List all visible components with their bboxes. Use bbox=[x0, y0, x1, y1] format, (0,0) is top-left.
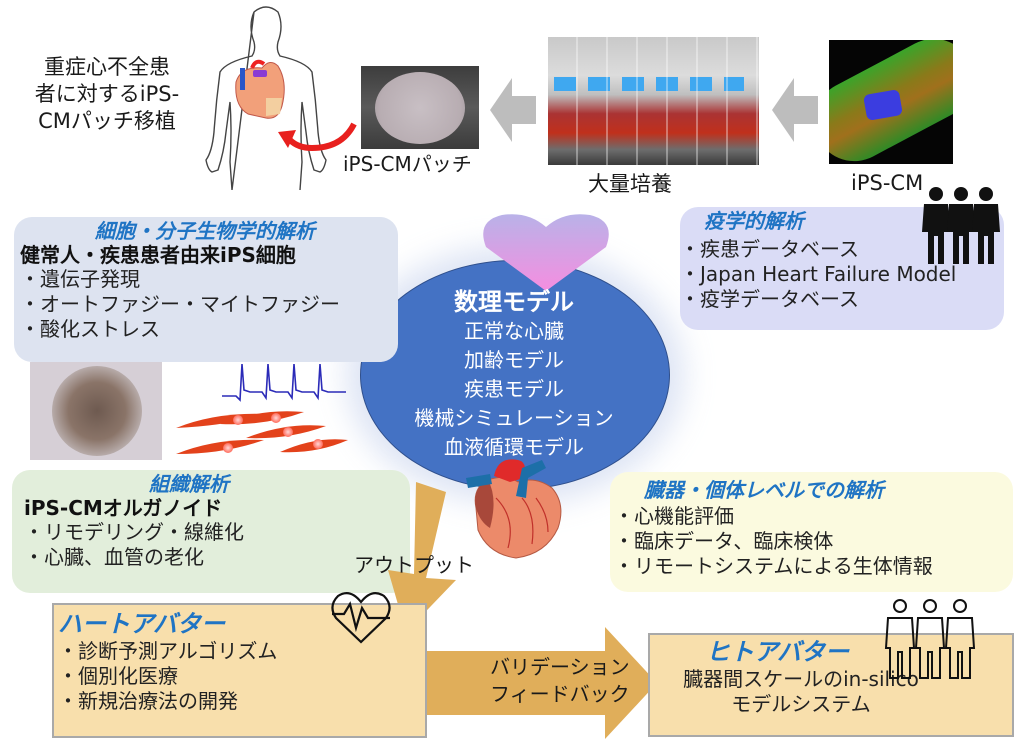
heart-avatar-item: 新規治療法の開発 bbox=[58, 689, 425, 714]
anatomical-heart-icon bbox=[466, 459, 562, 559]
mass-culture-label: 大量培養 bbox=[588, 172, 672, 196]
people-outline-icon bbox=[884, 599, 976, 679]
output-arrow-icon bbox=[388, 482, 456, 632]
tissue-analysis-title: 組織解析 bbox=[149, 472, 229, 496]
epidemiology-item: Japan Heart Failure Model bbox=[680, 262, 1004, 287]
organ-analysis-title: 臓器・個体レベルでの解析 bbox=[644, 478, 884, 502]
tissue-analysis-item: 心臓、血管の老化 bbox=[24, 545, 410, 570]
heart-icon bbox=[235, 59, 285, 119]
validation-arrow-icon bbox=[427, 627, 657, 739]
epidemiology-title: 疫学的解析 bbox=[704, 209, 804, 233]
cell-analysis-box: 細胞・分子生物学的解析 健常人・疾患患者由来iPS細胞 遺伝子発現 オートファジ… bbox=[14, 217, 398, 362]
mass-culture-photo bbox=[548, 37, 759, 165]
tissue-analysis-box: 組織解析 iPS-CMオルガノイド リモデリング・線維化 心臓、血管の老化 bbox=[12, 470, 410, 593]
transplant-caption: 重症心不全患 者に対するiPS- CMパッチ移植 bbox=[34, 55, 180, 133]
organ-analysis-item: リモートシステムによる生体情報 bbox=[614, 554, 1013, 579]
heart-avatar-title: ハートアバター bbox=[58, 610, 226, 638]
pink-heart-icon bbox=[483, 214, 609, 291]
population-icon bbox=[922, 187, 1000, 264]
math-model-title: 数理モデル bbox=[454, 288, 574, 316]
ecg-waveform-icon bbox=[222, 363, 346, 402]
validation-label: バリデーション フィードバック bbox=[490, 655, 630, 706]
gray-arrow-left-2-icon bbox=[772, 78, 818, 142]
math-model-item: 正常な心臓 bbox=[464, 319, 564, 343]
organ-analysis-box: 臓器・個体レベルでの解析 心機能評価 臨床データ、臨床検体 リモートシステムによ… bbox=[610, 472, 1013, 592]
cell-analysis-item: 酸化ストレス bbox=[20, 317, 398, 342]
human-avatar-line: モデルシステム bbox=[731, 692, 871, 716]
math-model-item: 血液循環モデル bbox=[444, 435, 584, 459]
cell-analysis-item: 遺伝子発現 bbox=[20, 267, 398, 292]
human-body-illustration bbox=[205, 6, 327, 190]
human-avatar-line: 臓器間スケールのin-silico bbox=[683, 667, 919, 691]
output-label: アウトプット bbox=[354, 553, 474, 577]
cell-analysis-item: オートファジー・マイトファジー bbox=[20, 292, 398, 317]
human-avatar-title: ヒトアバター bbox=[706, 638, 850, 666]
organ-analysis-item: 心機能評価 bbox=[614, 504, 1013, 529]
patch-label: iPS-CMパッチ bbox=[343, 152, 472, 176]
human-avatar-box: ヒトアバター 臓器間スケールのin-silico モデルシステム bbox=[648, 633, 1014, 737]
heart-avatar-box: ハートアバター 診断予測アルゴリズム 個別化医療 新規治療法の開発 bbox=[52, 603, 427, 738]
ipscm-fluorescence-photo bbox=[829, 40, 953, 164]
ipscm-label: iPS-CM bbox=[851, 171, 924, 195]
cell-analysis-title: 細胞・分子生物学的解析 bbox=[95, 219, 315, 243]
math-model-item: 機械シミュレーション bbox=[414, 406, 614, 430]
ipscm-patch-photo bbox=[361, 66, 479, 149]
gray-arrow-left-1-icon bbox=[490, 78, 536, 142]
organoid-photo bbox=[30, 362, 162, 460]
epidemiology-box: 疫学的解析 疾患データベース Japan Heart Failure Model… bbox=[680, 207, 1004, 330]
tissue-analysis-subtitle: iPS-CMオルガノイド bbox=[24, 496, 223, 520]
heart-avatar-item: 診断予測アルゴリズム bbox=[58, 639, 425, 664]
transplant-arrow-icon bbox=[278, 122, 357, 152]
cell-analysis-subtitle: 健常人・疾患患者由来iPS細胞 bbox=[20, 243, 296, 267]
epidemiology-item: 疾患データベース bbox=[680, 237, 1004, 262]
tissue-analysis-item: リモデリング・線維化 bbox=[24, 520, 410, 545]
organ-analysis-item: 臨床データ、臨床検体 bbox=[614, 529, 1013, 554]
heart-avatar-item: 個別化医療 bbox=[58, 664, 425, 689]
cardiomyocytes-illustration bbox=[176, 411, 348, 454]
heartbeat-icon bbox=[331, 591, 391, 644]
math-model-item: 疾患モデル bbox=[464, 377, 564, 401]
epidemiology-item: 疫学データベース bbox=[680, 287, 1004, 312]
math-model-content: 数理モデル 正常な心臓 加齢モデル 疾患モデル 機械シミュレーション 血液循環モ… bbox=[360, 287, 668, 462]
math-model-item: 加齢モデル bbox=[464, 348, 564, 372]
